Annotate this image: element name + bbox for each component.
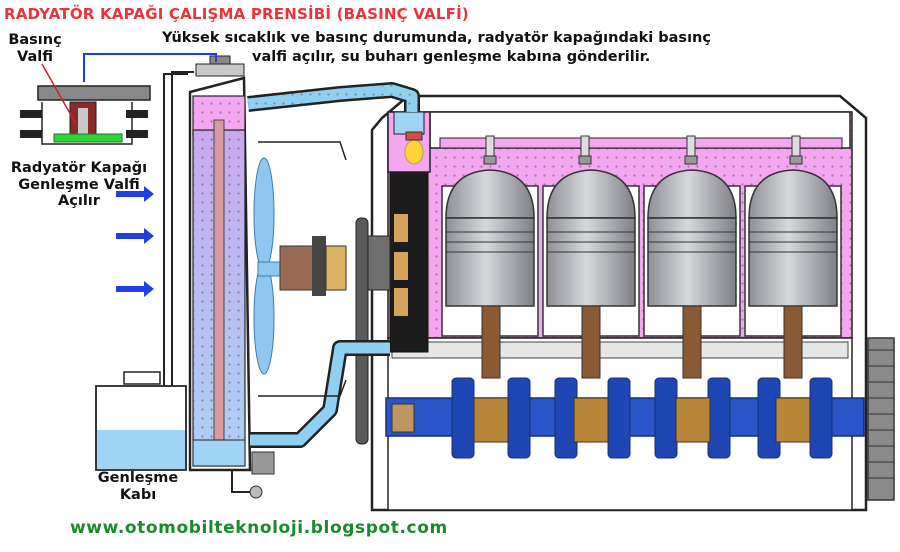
website-link[interactable]: www.otomobilteknoloji.blogspot.com (70, 518, 448, 538)
cap-detail-inset (20, 85, 151, 145)
pressure-valve-label-line1: Basınç (8, 32, 62, 48)
spark-plug-icon (483, 135, 803, 165)
inset-pointer-line (41, 63, 77, 125)
lower-hose (250, 340, 390, 448)
expansion-tank-label-line2: Kabı (119, 486, 157, 503)
expansion-tank (95, 371, 187, 471)
valve-pointer-line (83, 53, 217, 82)
expansion-tank-label-line1: Genleşme (97, 470, 179, 486)
pressure-valve-label-line2: Valfi (17, 48, 53, 65)
cap-label: Radyatör Kapağı Genleşme Valfi Açılır (4, 160, 154, 210)
radiator (188, 76, 275, 499)
radiator-cap (195, 55, 245, 77)
crankshaft (385, 377, 865, 459)
cap-label-line1: Radyatör Kapağı (10, 160, 148, 176)
timing-cover (355, 171, 429, 445)
cylinder-1 (441, 169, 539, 379)
upper-hose (247, 82, 420, 112)
cylinder-4 (744, 169, 842, 379)
pressure-valve-label: Basınç Valfi (6, 32, 64, 65)
thermostat-icon (387, 111, 431, 173)
expansion-tank-label: Genleşme Kabı (88, 470, 188, 503)
air-flow-arrow-icon (116, 186, 154, 297)
caption-line-2: valfi açılır, su buharı genleşme kabına … (252, 49, 651, 65)
fan-icon (253, 141, 347, 397)
overflow-tube (163, 71, 194, 470)
cylinder-2 (542, 169, 640, 379)
cylinder-3 (643, 169, 741, 379)
cap-label-line3: Açılır (58, 193, 100, 210)
flywheel (867, 337, 895, 501)
cap-label-line2: Genleşme Valfi (18, 176, 140, 193)
diagram-title: RADYATÖR KAPAĞI ÇALIŞMA PRENSİBİ (BASINÇ… (4, 5, 469, 23)
caption-line-1: Yüksek sıcaklık ve basınç durumunda, rad… (162, 30, 711, 46)
cylinders (441, 169, 842, 379)
